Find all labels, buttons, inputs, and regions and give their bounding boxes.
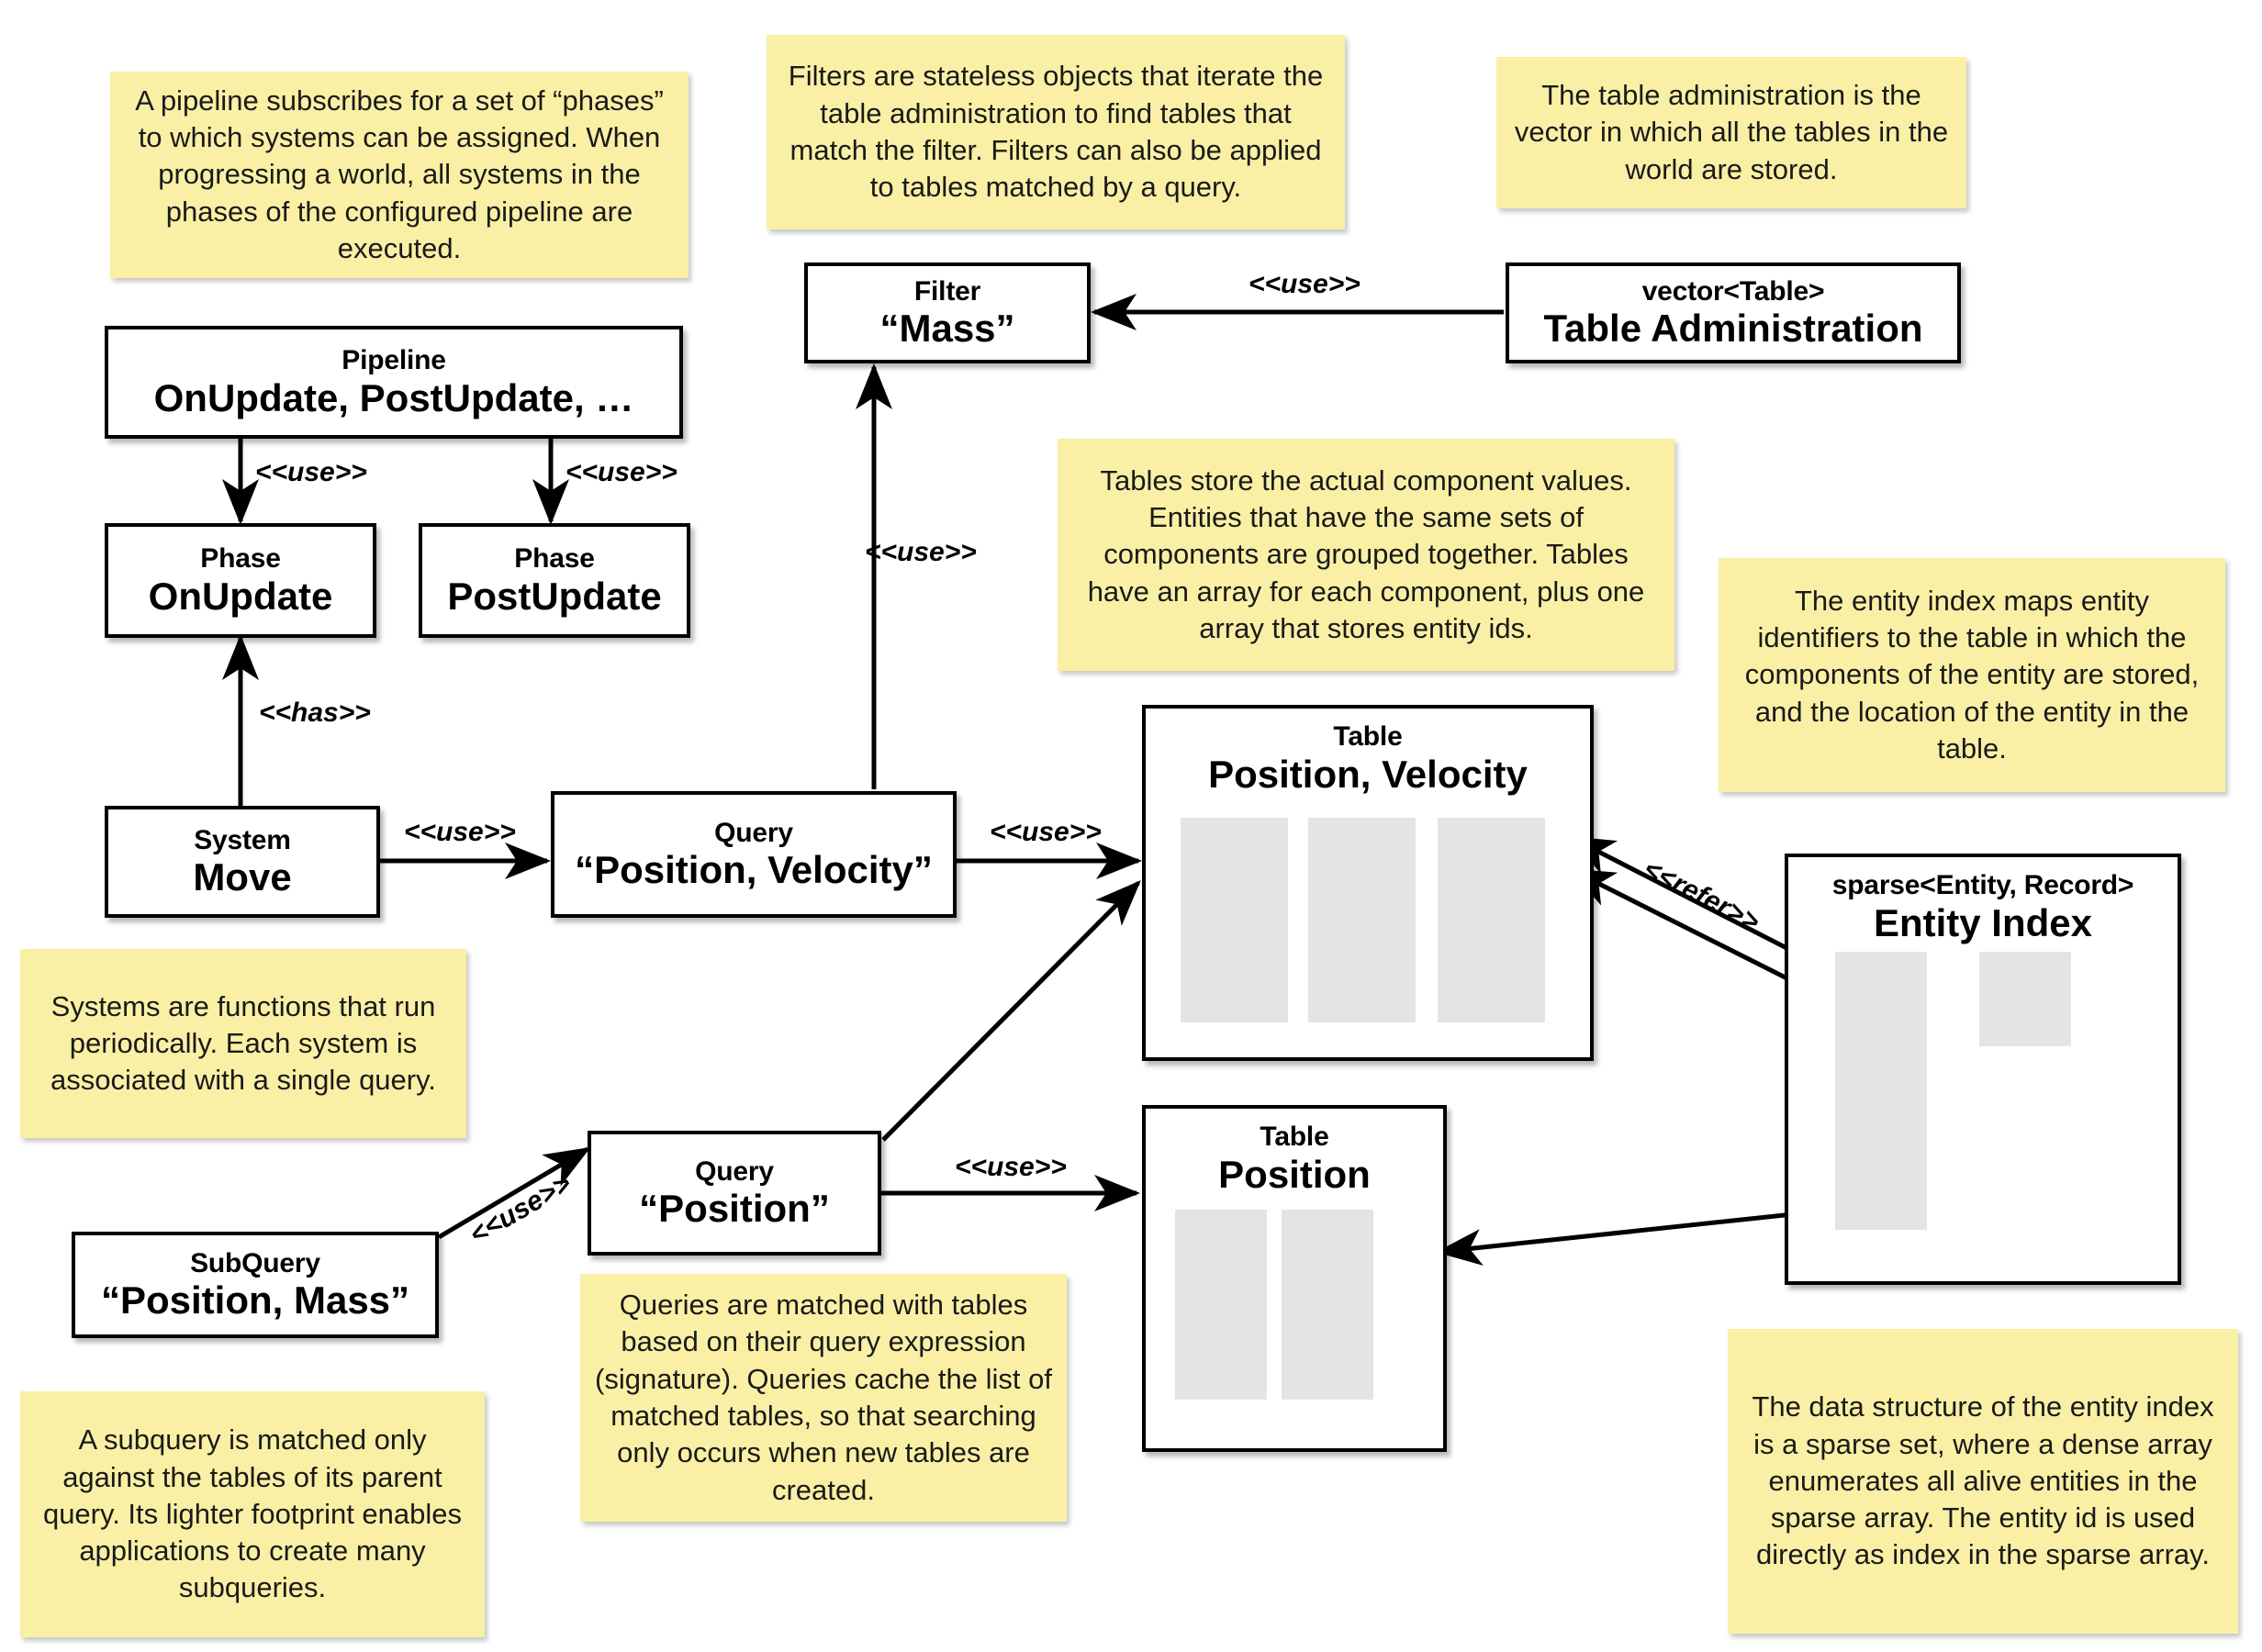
label-pipeline-to-onupdate: <<use>> <box>255 457 367 487</box>
box-table-position-velocity-stereotype: Table <box>1333 721 1403 752</box>
label-system-to-query: <<use>> <box>404 817 516 847</box>
label-subquery-to-query: <<use>> <box>465 1168 577 1251</box>
label-querypos-to-table: <<use>> <box>955 1152 1067 1182</box>
box-system-move[interactable]: System Move <box>105 806 380 918</box>
box-entity-index[interactable]: sparse<Entity, Record> Entity Index <box>1785 854 2181 1285</box>
note-system: Systems are functions that run periodica… <box>20 949 466 1138</box>
note-table: Tables store the actual component values… <box>1058 439 1674 671</box>
table-position-column-array-1 <box>1175 1210 1267 1400</box>
box-filter-mass-stereotype: Filter <box>913 275 981 307</box>
box-phase-onupdate[interactable]: Phase OnUpdate <box>105 523 376 638</box>
box-subquery[interactable]: SubQuery “Position, Mass” <box>72 1232 439 1338</box>
label-query-to-table: <<use>> <box>990 817 1102 847</box>
note-sparse-set: The data structure of the entity index i… <box>1728 1329 2238 1634</box>
box-query-position[interactable]: Query “Position” <box>588 1131 881 1256</box>
label-system-to-phase: <<has>> <box>259 698 371 728</box>
box-table-position-stereotype: Table <box>1260 1122 1329 1152</box>
box-table-position[interactable]: Table Position <box>1142 1105 1447 1452</box>
box-table-position-velocity-title: Position, Velocity <box>1208 752 1528 796</box>
box-phase-onupdate-stereotype: Phase <box>200 543 281 575</box>
box-pipeline-stereotype: Pipeline <box>342 345 446 376</box>
box-filter-mass-title: “Mass” <box>879 307 1015 351</box>
note-entity-index-text: The entity index maps entity identifiers… <box>1744 584 2200 765</box>
box-entity-index-title: Entity Index <box>1873 900 2093 944</box>
box-filter-mass[interactable]: Filter “Mass” <box>804 262 1091 363</box>
note-sparse-set-text: The data structure of the entity index i… <box>1752 1390 2214 1571</box>
label-query-to-filter: <<use>> <box>865 537 977 567</box>
box-query-position-title: “Position” <box>639 1187 830 1231</box>
note-system-text: Systems are functions that run periodica… <box>50 989 436 1097</box>
label-tableadmin-to-filter: <<use>> <box>1249 269 1361 299</box>
box-pipeline-title: OnUpdate, PostUpdate, … <box>153 375 634 419</box>
box-table-administration-title: Table Administration <box>1543 307 1923 351</box>
box-subquery-title: “Position, Mass” <box>100 1278 410 1323</box>
table-position-column-array-2 <box>1282 1210 1373 1400</box>
box-table-administration-stereotype: vector<Table> <box>1641 275 1825 307</box>
note-pipeline-text: A pipeline subscribes for a set of “phas… <box>135 84 664 264</box>
sparse-array-column <box>1835 952 1927 1230</box>
table-column-array-1 <box>1181 818 1288 1022</box>
note-filter-text: Filters are stateless objects that itera… <box>788 60 1324 204</box>
box-query-position-velocity-title: “Position, Velocity” <box>575 848 933 892</box>
box-entity-index-stereotype: sparse<Entity, Record> <box>1831 870 2134 900</box>
box-system-move-stereotype: System <box>194 824 291 855</box>
box-phase-postupdate-stereotype: Phase <box>514 543 595 575</box>
note-pipeline: A pipeline subscribes for a set of “phas… <box>110 72 689 278</box>
note-table-text: Tables store the actual component values… <box>1087 463 1645 644</box>
box-table-administration[interactable]: vector<Table> Table Administration <box>1506 262 1961 363</box>
label-entityindex-to-table: <<refer>> <box>1639 854 1764 938</box>
table-column-array-3 <box>1438 818 1545 1022</box>
note-table-admin-text: The table administration is the vector i… <box>1514 79 1949 185</box>
note-filter: Filters are stateless objects that itera… <box>767 35 1345 229</box>
label-pipeline-to-postupdate: <<use>> <box>566 457 677 487</box>
box-query-position-velocity[interactable]: Query “Position, Velocity” <box>551 791 957 918</box>
box-query-position-stereotype: Query <box>695 1155 774 1187</box>
box-table-position-title: Position <box>1218 1152 1371 1196</box>
box-pipeline[interactable]: Pipeline OnUpdate, PostUpdate, … <box>105 326 683 439</box>
note-query: Queries are matched with tables based on… <box>580 1274 1067 1522</box>
box-query-position-velocity-stereotype: Query <box>714 817 793 848</box>
note-table-admin: The table administration is the vector i… <box>1496 57 1966 208</box>
dense-array-block <box>1979 952 2071 1046</box>
table-column-array-2 <box>1308 818 1416 1022</box>
box-subquery-stereotype: SubQuery <box>190 1247 320 1278</box>
note-subquery-text: A subquery is matched only against the t… <box>42 1423 463 1604</box>
note-entity-index: The entity index maps entity identifiers… <box>1719 558 2225 792</box>
note-subquery: A subquery is matched only against the t… <box>20 1391 485 1637</box>
box-phase-onupdate-title: OnUpdate <box>148 574 333 618</box>
box-system-move-title: Move <box>193 855 292 899</box>
box-phase-postupdate[interactable]: Phase PostUpdate <box>419 523 690 638</box>
box-table-position-velocity[interactable]: Table Position, Velocity <box>1142 705 1594 1061</box>
note-query-text: Queries are matched with tables based on… <box>595 1289 1052 1506</box>
box-phase-postupdate-title: PostUpdate <box>447 574 662 618</box>
